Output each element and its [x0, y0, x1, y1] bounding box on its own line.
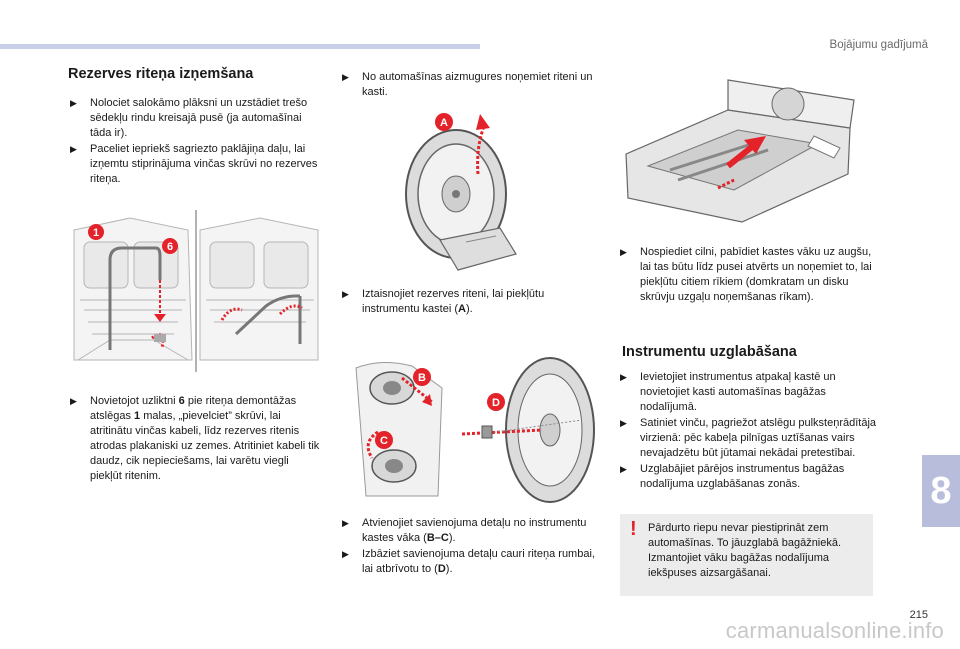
watermark: carmanualsonline.info: [725, 618, 944, 643]
list-item: ▶Ievietojiet instrumentus atpakaļ kastē …: [620, 371, 836, 413]
page-number: 215: [909, 609, 928, 621]
right-step-open: ▶Nospiediet cilni, pabīdiet kastes vāku …: [620, 245, 880, 306]
arrow-icon: ▶: [70, 396, 77, 406]
figure-wheel-toolbox-a: A: [392, 108, 532, 280]
callout-6: 6: [167, 241, 173, 253]
chapter-tab: 8: [922, 455, 960, 527]
arrow-icon: ▶: [342, 549, 349, 559]
section-title: Bojājumu gadījumā: [829, 39, 928, 51]
callout-c: C: [380, 435, 388, 447]
list-item: ▶Uzglabājiet pārējos instrumentus bagāža…: [620, 463, 845, 490]
list-item: ▶No automašīnas aizmugures noņemiet rite…: [342, 71, 593, 98]
middle-step-1: ▶No automašīnas aizmugures noņemiet rite…: [342, 70, 600, 101]
heading-tool-storage: Instrumentu uzglabāšana: [622, 344, 797, 360]
warning-note: ! Pārdurto riepu nevar piestiprināt zem …: [620, 514, 873, 596]
left-steps-top: ▶Nolociet salokāmo plāksni un uzstādiet …: [70, 96, 320, 188]
arrow-icon: ▶: [342, 72, 349, 82]
arrow-icon: ▶: [620, 464, 627, 474]
list-item: ▶Nospiediet cilni, pabīdiet kastes vāku …: [620, 246, 872, 303]
callout-a: A: [440, 117, 448, 129]
list-item: ▶Paceliet iepriekš sagriezto paklājiņa d…: [70, 143, 318, 185]
list-item: ▶Iztaisnojiet rezerves riteni, lai piekļ…: [342, 288, 545, 315]
arrow-icon: ▶: [620, 418, 627, 428]
arrow-icon: ▶: [342, 518, 349, 528]
figure-trunk-winch: 1 6: [70, 210, 322, 372]
warning-text: Pārdurto riepu nevar piestiprināt zem au…: [648, 522, 842, 579]
callout-1: 1: [93, 227, 99, 239]
arrow-icon: ▶: [620, 372, 627, 382]
figure-toolbox-open: [618, 70, 864, 234]
arrow-icon: ▶: [342, 289, 349, 299]
figure-connector-bcd: B C D: [342, 348, 602, 508]
arrow-icon: ▶: [70, 144, 77, 154]
heading-spare-wheel-removal: Rezerves riteņa izņemšana: [68, 66, 254, 82]
list-item: ▶Novietojot uzliktni 6 pie riteņa demont…: [70, 395, 320, 482]
arrow-icon: ▶: [620, 247, 627, 257]
left-step-bottom: ▶Novietojot uzliktni 6 pie riteņa demont…: [70, 394, 320, 485]
middle-step-2: ▶Iztaisnojiet rezerves riteni, lai piekļ…: [342, 287, 600, 318]
callout-d: D: [492, 397, 500, 409]
right-storage-steps: ▶Ievietojiet instrumentus atpakaļ kastē …: [620, 370, 880, 493]
list-item: ▶Atvienojiet savienojuma detaļu no instr…: [342, 517, 587, 544]
list-item: ▶Nolociet salokāmo plāksni un uzstādiet …: [70, 97, 308, 139]
callout-b: B: [418, 372, 426, 384]
warning-icon: !: [630, 518, 637, 540]
top-bar: [0, 44, 480, 49]
arrow-icon: ▶: [70, 98, 77, 108]
list-item: ▶Satiniet vinču, pagriežot atslēgu pulks…: [620, 417, 877, 459]
list-item: ▶Izbāziet savienojuma detaļu cauri riteņ…: [342, 548, 595, 575]
middle-steps-3-4: ▶Atvienojiet savienojuma detaļu no instr…: [342, 516, 600, 578]
